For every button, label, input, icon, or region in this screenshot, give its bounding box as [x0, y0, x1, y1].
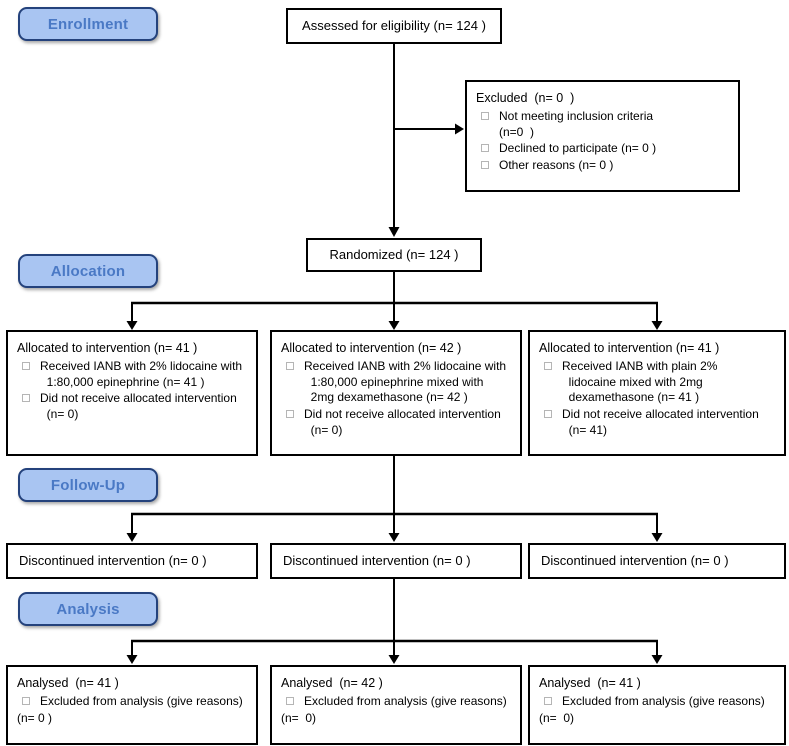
- assessed-eligibility-box: Assessed for eligibility (n= 124 ): [286, 8, 502, 44]
- analysis-title: Analysed (n= 42 ): [281, 676, 383, 690]
- discontinued-box-3: Discontinued intervention (n= 0 ): [528, 543, 786, 579]
- allocation-item-text: Received IANB with plain 2% lidocaine mi…: [562, 359, 718, 405]
- analysis-box-2: Analysed (n= 42 ) Excluded from analysis…: [270, 665, 522, 745]
- checkbox-icon: [286, 697, 294, 706]
- excluded-item-text: Other reasons (n= 0 ): [499, 158, 614, 173]
- allocation-title: Allocated to intervention (n= 42 ): [281, 341, 462, 355]
- excluded-item: Not meeting inclusion criteria (n=0 ): [481, 109, 733, 140]
- analysis-item-text: Excluded from analysis (give reasons): [40, 694, 243, 709]
- checkbox-icon: [286, 362, 294, 371]
- allocation-item: Did not receive allocated intervention (…: [22, 391, 251, 422]
- analysis-box-1: Analysed (n= 41 ) Excluded from analysis…: [6, 665, 258, 745]
- allocation-item: Received IANB with 2% lidocaine with 1:8…: [286, 359, 515, 406]
- checkbox-icon: [481, 112, 489, 121]
- allocation-box-2: Allocated to intervention (n= 42 ) Recei…: [270, 330, 522, 456]
- checkbox-icon: [481, 144, 489, 153]
- allocation-item-text: Received IANB with 2% lidocaine with 1:8…: [40, 359, 243, 389]
- discontinued-text: Discontinued intervention (n= 0 ): [541, 552, 729, 568]
- assessed-eligibility-text: Assessed for eligibility (n= 124 ): [302, 17, 486, 33]
- checkbox-icon: [544, 362, 552, 371]
- checkbox-icon: [22, 697, 30, 706]
- analysis-title: Analysed (n= 41 ): [17, 676, 119, 690]
- analysis-item: Excluded from analysis (give reasons): [286, 694, 515, 710]
- allocation-item: Received IANB with plain 2% lidocaine mi…: [544, 359, 779, 406]
- allocation-box-3: Allocated to intervention (n= 41 ) Recei…: [528, 330, 786, 456]
- allocation-item: Did not receive allocated intervention (…: [544, 407, 779, 438]
- excluded-item-text: Declined to participate (n= 0 ): [499, 141, 657, 156]
- excluded-item: Other reasons (n= 0 ): [481, 158, 733, 174]
- arrowhead: [388, 227, 400, 237]
- excluded-item: Declined to participate (n= 0 ): [481, 141, 733, 157]
- checkbox-icon: [286, 410, 294, 419]
- analysis-item-text: Excluded from analysis (give reasons): [304, 694, 507, 709]
- analysis-item: Excluded from analysis (give reasons): [22, 694, 251, 710]
- analysis-item: Excluded from analysis (give reasons): [544, 694, 779, 710]
- arrowhead: [455, 123, 464, 135]
- allocation-item-text: Received IANB with 2% lidocaine with 1:8…: [304, 359, 507, 405]
- excluded-title: Excluded (n= 0 ): [476, 91, 575, 105]
- checkbox-icon: [22, 362, 30, 371]
- allocation-title: Allocated to intervention (n= 41 ): [17, 341, 198, 355]
- excluded-box: Excluded (n= 0 ) Not meeting inclusion c…: [465, 80, 740, 192]
- allocation-item: Did not receive allocated intervention (…: [286, 407, 515, 438]
- checkbox-icon: [481, 161, 489, 170]
- allocation-item-text: Did not receive allocated intervention (…: [562, 407, 759, 437]
- randomized-text: Randomized (n= 124 ): [329, 246, 459, 262]
- checkbox-icon: [544, 697, 552, 706]
- analysis-note: (n= 0 ): [17, 710, 53, 725]
- allocation-box-1: Allocated to intervention (n= 41 ) Recei…: [6, 330, 258, 456]
- stage-label-allocation: Allocation: [18, 254, 158, 288]
- discontinued-text: Discontinued intervention (n= 0 ): [283, 552, 471, 568]
- allocation-item: Received IANB with 2% lidocaine with 1:8…: [22, 359, 251, 390]
- checkbox-icon: [544, 410, 552, 419]
- discontinued-box-2: Discontinued intervention (n= 0 ): [270, 543, 522, 579]
- analysis-item-text: Excluded from analysis (give reasons): [562, 694, 765, 709]
- analysis-note: (n= 0): [281, 710, 317, 725]
- allocation-item-text: Did not receive allocated intervention (…: [304, 407, 501, 437]
- checkbox-icon: [22, 394, 30, 403]
- stage-label-analysis: Analysis: [18, 592, 158, 626]
- stage-label-enrollment: Enrollment: [18, 7, 158, 41]
- analysis-box-3: Analysed (n= 41 ) Excluded from analysis…: [528, 665, 786, 745]
- excluded-item-text: Not meeting inclusion criteria (n=0 ): [499, 109, 654, 139]
- randomized-box: Randomized (n= 124 ): [306, 238, 482, 272]
- analysis-title: Analysed (n= 41 ): [539, 676, 641, 690]
- discontinued-text: Discontinued intervention (n= 0 ): [19, 552, 207, 568]
- analysis-note: (n= 0): [539, 710, 575, 725]
- allocation-item-text: Did not receive allocated intervention (…: [40, 391, 237, 422]
- discontinued-box-1: Discontinued intervention (n= 0 ): [6, 543, 258, 579]
- stage-label-followup: Follow-Up: [18, 468, 158, 502]
- allocation-title: Allocated to intervention (n= 41 ): [539, 341, 720, 355]
